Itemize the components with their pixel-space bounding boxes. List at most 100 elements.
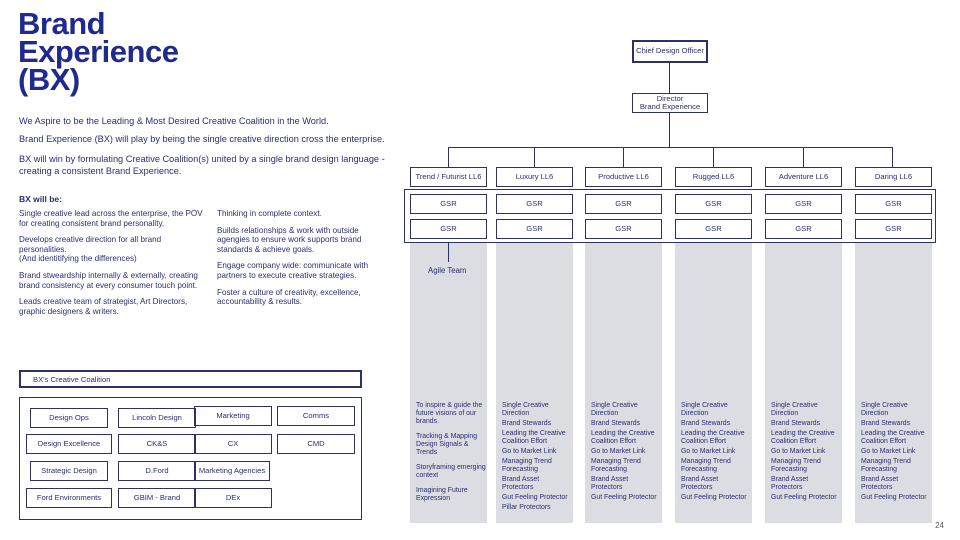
connector-line — [803, 147, 804, 167]
gsr-box: GSR — [410, 219, 487, 239]
coalition-item: Marketing — [194, 406, 272, 426]
agile-team-label: Agile Team — [428, 266, 467, 275]
lane-text-daring: Single Creative Direction Brand Stewards… — [861, 402, 929, 502]
coalition-item: CK&S — [118, 434, 196, 454]
lane-line: Single Creative Direction — [861, 402, 908, 417]
lane-daring — [855, 243, 932, 523]
intro-aspire: We Aspire to be the Leading & Most Desir… — [19, 116, 329, 126]
lane-line: Brand Asset Protectors — [502, 476, 540, 491]
lane-line: Go to Market Link — [591, 448, 646, 455]
lane-adventure — [765, 243, 842, 523]
lane-text-trend: To inspire & guide the future visions of… — [416, 402, 486, 503]
connector-line — [669, 63, 670, 93]
page-number: 24 — [935, 521, 944, 530]
gsr-box: GSR — [855, 194, 932, 214]
lane-text-productive: Single Creative Direction Brand Stewards… — [591, 402, 659, 502]
gsr-box: GSR — [765, 219, 842, 239]
gsr-frame — [404, 189, 936, 243]
lane-line: Single Creative Direction — [681, 402, 728, 417]
lane-line: Brand Asset Protectors — [591, 476, 629, 491]
lane-productive — [585, 243, 662, 523]
bx-will-be-heading: BX will be: — [19, 194, 62, 204]
lane-line: Gut Feeling Protector — [681, 494, 747, 501]
gsr-box: GSR — [585, 194, 662, 214]
coalition-item: GBIM - Brand — [118, 488, 196, 508]
lane-text-adventure: Single Creative Direction Brand Stewards… — [771, 402, 839, 502]
lane-line: Leading the Creative Coalition Effort — [681, 430, 745, 445]
coalition-item: DEx — [194, 488, 272, 508]
lane-rugged — [675, 243, 752, 523]
page-title: Brand Experience (BX) — [18, 6, 179, 97]
bx-point: Thinking in complete context. — [217, 209, 322, 218]
connector-line — [892, 147, 893, 167]
lane-line: Brand Stewards — [861, 420, 911, 427]
chief-design-officer-box: Chief Design Officer — [632, 40, 708, 63]
coalition-item: D.Ford — [118, 461, 196, 481]
coalition-item: Design Excellence — [26, 434, 112, 454]
lane-line: Go to Market Link — [771, 448, 826, 455]
coalition-item: Ford Environments — [26, 488, 112, 508]
lane-line: To inspire & guide the future visions of… — [416, 402, 483, 425]
lane-line: Brand Stewards — [591, 420, 641, 427]
bx-point: Foster a culture of creativity, excellen… — [217, 287, 361, 307]
gsr-box: GSR — [675, 219, 752, 239]
lane-line: Brand Asset Protectors — [681, 476, 719, 491]
lane-line: Go to Market Link — [502, 448, 557, 455]
column-head: Rugged LL6 — [675, 167, 752, 187]
column-head: Trend / Futurist LL6 — [410, 167, 487, 187]
column-head: Daring LL6 — [855, 167, 932, 187]
lane-trend — [410, 243, 487, 523]
lane-luxury — [496, 243, 573, 523]
lane-text-luxury: Single Creative Direction Brand Stewards… — [502, 402, 570, 512]
lane-line: Single Creative Direction — [591, 402, 638, 417]
column-head: Luxury LL6 — [496, 167, 573, 187]
bx-point: Leads creative team of strategist, Art D… — [19, 297, 188, 316]
bx-left-list: Single creative lead across the enterpri… — [19, 209, 211, 323]
bx-point: Brand stweardship internally & externall… — [19, 270, 198, 290]
lane-line: Managing Trend Forecasting — [502, 458, 552, 473]
title-line: (BX) — [18, 62, 80, 97]
coalition-item: Marketing Agencies — [194, 461, 270, 481]
title-line: Experience — [18, 34, 179, 69]
coalition-item: CX — [194, 434, 272, 454]
lane-line: Leading the Creative Coalition Effort — [771, 430, 835, 445]
lane-line: Gut Feeling Protector — [771, 494, 837, 501]
gsr-box: GSR — [675, 194, 752, 214]
bx-point: (And identitifying the differences) — [19, 254, 137, 264]
lane-text-rugged: Single Creative Direction Brand Stewards… — [681, 402, 749, 502]
lane-line: Gut Feeling Protector — [591, 494, 657, 501]
gsr-box: GSR — [496, 194, 573, 214]
bx-right-list: Thinking in complete context. Builds rel… — [217, 209, 385, 314]
lane-line: Brand Stewards — [502, 420, 552, 427]
lane-line: Gut Feeling Protector — [502, 494, 568, 501]
gsr-box: GSR — [410, 194, 487, 214]
lane-line: Storyframing emerging context — [416, 464, 486, 479]
bx-point: Builds relationships & work with outside… — [217, 225, 362, 254]
connector-line — [448, 147, 449, 167]
lane-line: Single Creative Direction — [502, 402, 549, 417]
gsr-box: GSR — [765, 194, 842, 214]
coalition-item: Design Ops — [30, 408, 108, 428]
connector-line — [448, 147, 892, 148]
column-head: Adventure LL6 — [765, 167, 842, 187]
bx-point: Develops creative direction for all bran… — [19, 235, 162, 254]
lane-line: Brand Stewards — [771, 420, 821, 427]
coalition-header: BX's Creative Coalition — [19, 370, 362, 388]
lane-line: Brand Asset Protectors — [771, 476, 809, 491]
gsr-box: GSR — [585, 219, 662, 239]
gsr-box: GSR — [496, 219, 573, 239]
intro-play: Brand Experience (BX) will play by being… — [19, 134, 385, 144]
title-line: Brand — [18, 6, 106, 41]
lane-line: Managing Trend Forecasting — [681, 458, 731, 473]
lane-line: Brand Stewards — [681, 420, 731, 427]
bx-point: Single creative lead across the enterpri… — [19, 209, 203, 228]
connector-line — [713, 147, 714, 167]
lane-line: Gut Feeling Protector — [861, 494, 927, 501]
director-box: Director Brand Experience — [632, 93, 708, 113]
coalition-item: Lincoln Design — [118, 408, 196, 428]
coalition-item: CMD — [277, 434, 355, 454]
lane-line: Single Creative Direction — [771, 402, 818, 417]
coalition-item: Strategic Design — [30, 461, 108, 481]
lane-line: Leading the Creative Coalition Effort — [861, 430, 925, 445]
connector-line — [448, 243, 449, 262]
